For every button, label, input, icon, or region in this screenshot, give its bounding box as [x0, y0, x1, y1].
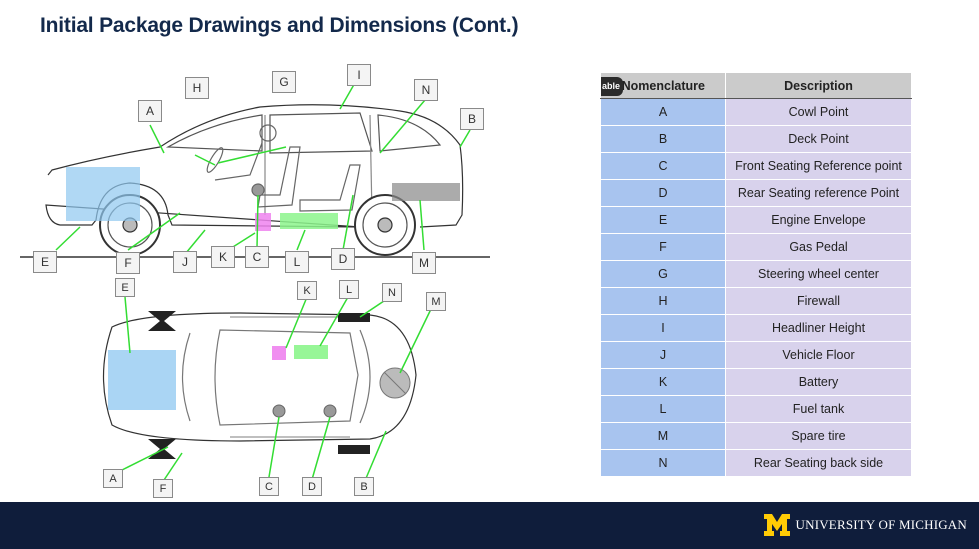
engine-envelope-region — [66, 167, 140, 221]
description-cell: Cowl Point — [725, 98, 912, 126]
callout-j: J — [173, 251, 197, 273]
block-m-icon — [763, 514, 790, 536]
callout-m: M — [412, 252, 436, 274]
description-cell: Headliner Height — [725, 314, 912, 342]
callout-d: D — [331, 248, 355, 270]
description-cell: Battery — [725, 368, 912, 396]
nomenclature-code-cell: B — [600, 125, 726, 153]
header-nomenclature: able Nomenclature — [600, 72, 726, 99]
top-callout-f: F — [153, 479, 173, 498]
top-callout-m: M — [426, 292, 446, 311]
top-callout-l: L — [339, 280, 359, 299]
nomenclature-code-cell: M — [600, 422, 726, 450]
nomenclature-code-cell: K — [600, 368, 726, 396]
vehicle-package-diagram: H G I N A B E F J K C L D M E K L N M A … — [0, 55, 600, 505]
side-leader-lines — [55, 80, 471, 254]
top-rear-seat-point — [323, 404, 337, 418]
callout-l: L — [285, 251, 309, 273]
top-callout-k: K — [297, 281, 317, 300]
callout-i: I — [347, 64, 371, 86]
nomenclature-code-cell: L — [600, 395, 726, 423]
nomenclature-code-cell: D — [600, 179, 726, 207]
description-cell: Steering wheel center — [725, 260, 912, 288]
callout-n: N — [414, 79, 438, 101]
nomenclature-code-cell: C — [600, 152, 726, 180]
footer-bar: UNIVERSITY OF MICHIGAN — [0, 502, 979, 549]
top-callout-a: A — [103, 469, 123, 488]
callout-k: K — [211, 246, 235, 268]
nomenclature-code-cell: F — [600, 233, 726, 261]
nomenclature-code-cell: H — [600, 287, 726, 315]
description-cell: Vehicle Floor — [725, 341, 912, 369]
fuel-tank-region — [280, 213, 338, 229]
table-tag: able — [601, 77, 623, 96]
top-callout-c: C — [259, 477, 279, 496]
vehicle-drawing — [20, 80, 490, 484]
nomenclature-code-cell: I — [600, 314, 726, 342]
nomenclature-code-cell: N — [600, 449, 726, 477]
nomenclature-code-cell: G — [600, 260, 726, 288]
callout-e: E — [33, 251, 57, 273]
description-cell: Spare tire — [725, 422, 912, 450]
top-wheels — [148, 311, 370, 459]
top-callout-b: B — [354, 477, 374, 496]
description-cell: Rear Seating reference Point — [725, 179, 912, 207]
description-cell: Gas Pedal — [725, 233, 912, 261]
description-cell: Engine Envelope — [725, 206, 912, 234]
description-cell: Deck Point — [725, 125, 912, 153]
description-cell: Front Seating Reference point — [725, 152, 912, 180]
top-callout-d: D — [302, 477, 322, 496]
header-description: Description — [725, 72, 912, 99]
top-callout-n: N — [382, 283, 402, 302]
university-logo: UNIVERSITY OF MICHIGAN — [763, 514, 967, 536]
logo-text: UNIVERSITY OF MICHIGAN — [795, 517, 967, 532]
top-engine-envelope-region — [108, 350, 176, 410]
nomenclature-code-cell: A — [600, 98, 726, 126]
callout-f: F — [116, 252, 140, 274]
description-cell: Firewall — [725, 287, 912, 315]
battery-region — [255, 213, 271, 231]
callout-g: G — [272, 71, 296, 93]
callout-h: H — [185, 77, 209, 99]
top-fuel-tank-region — [294, 345, 328, 359]
top-callout-e: E — [115, 278, 135, 297]
slide-title: Initial Package Drawings and Dimensions … — [40, 14, 519, 37]
header-nomenclature-label: Nomenclature — [621, 78, 705, 93]
callout-c: C — [245, 246, 269, 268]
top-front-seat-point — [272, 404, 286, 418]
nomenclature-code-cell: E — [600, 206, 726, 234]
top-view — [102, 312, 417, 442]
spare-tire-region — [392, 183, 460, 201]
description-cell: Rear Seating back side — [725, 449, 912, 477]
top-battery-region — [272, 346, 286, 360]
callout-a: A — [138, 100, 162, 122]
callout-b: B — [460, 108, 484, 130]
description-cell: Fuel tank — [725, 395, 912, 423]
nomenclature-code-cell: J — [600, 341, 726, 369]
table-header-row: able Nomenclature Description — [600, 72, 912, 99]
